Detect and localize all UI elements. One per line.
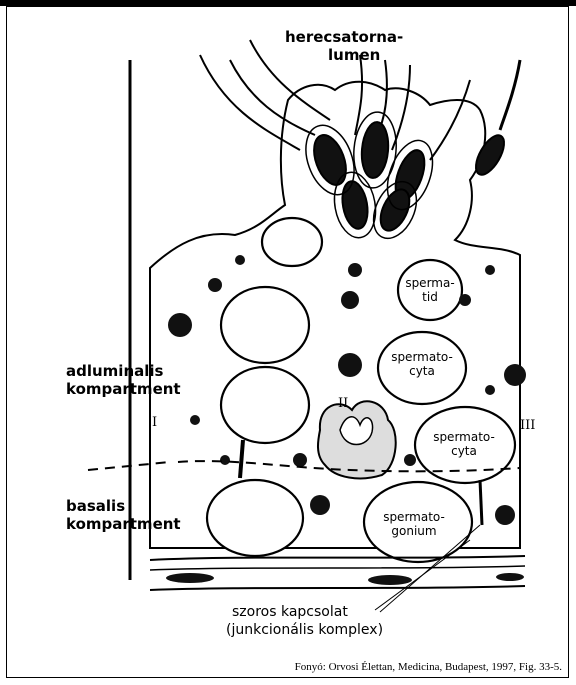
spermatid-head — [339, 179, 371, 230]
myoid-cell-nucleus — [368, 575, 412, 585]
spermatid-head — [470, 131, 509, 179]
spermatogonium-label-line2: gonium — [376, 524, 452, 538]
spermatogonium-label-line1: spermato- — [376, 510, 452, 524]
flagellum — [230, 60, 315, 135]
basal-label-line2: kompartment — [66, 515, 181, 533]
junction-marker — [240, 440, 243, 478]
spermatid-label-line2: tid — [404, 290, 456, 304]
lumen-label-line1: herecsatorna- — [285, 28, 403, 46]
basal-lamina — [150, 566, 525, 570]
roman-numeral-3: III — [520, 418, 535, 433]
basal-lamina — [150, 586, 525, 590]
spermatocyte2-label-line1: spermato- — [428, 430, 500, 444]
spermatocyte2-label-line2: cyta — [428, 444, 500, 458]
basal-label-line1: basalis — [66, 497, 125, 515]
spermatid-head — [308, 131, 352, 189]
junction-label-line2: (junkcionális komplex) — [226, 622, 383, 639]
flagellum — [392, 65, 410, 150]
basal-lamina — [150, 556, 525, 560]
myoid-cell-nucleus — [166, 573, 214, 583]
round-cell — [221, 367, 309, 443]
adluminal-label-line2: kompartment — [66, 380, 181, 398]
roman-numeral-2: II — [338, 396, 348, 411]
spermatocyte1-label-line2: cyta — [386, 364, 458, 378]
round-cell — [221, 287, 309, 363]
round-cell — [262, 218, 322, 266]
roman-numeral-1: I — [152, 415, 157, 430]
myoid-cell-nucleus — [496, 573, 524, 581]
flagellum — [200, 55, 300, 150]
spermatocyte1-label-line1: spermato- — [386, 350, 458, 364]
adluminal-label-line1: adluminalis — [66, 362, 163, 380]
flagellum — [430, 80, 470, 160]
flagellum — [250, 40, 330, 120]
lumen-label-line2: lumen — [328, 46, 380, 64]
figure-caption: Fonyó: Orvosi Élettan, Medicina, Budapes… — [295, 661, 562, 673]
basal-cell — [207, 480, 303, 556]
flagellum — [500, 60, 520, 130]
junction-marker — [480, 480, 482, 525]
junction-label-line1: szoros kapcsolat — [232, 604, 348, 621]
spermatid-label-line1: sperma- — [404, 276, 456, 290]
spermatid-head — [360, 121, 391, 179]
